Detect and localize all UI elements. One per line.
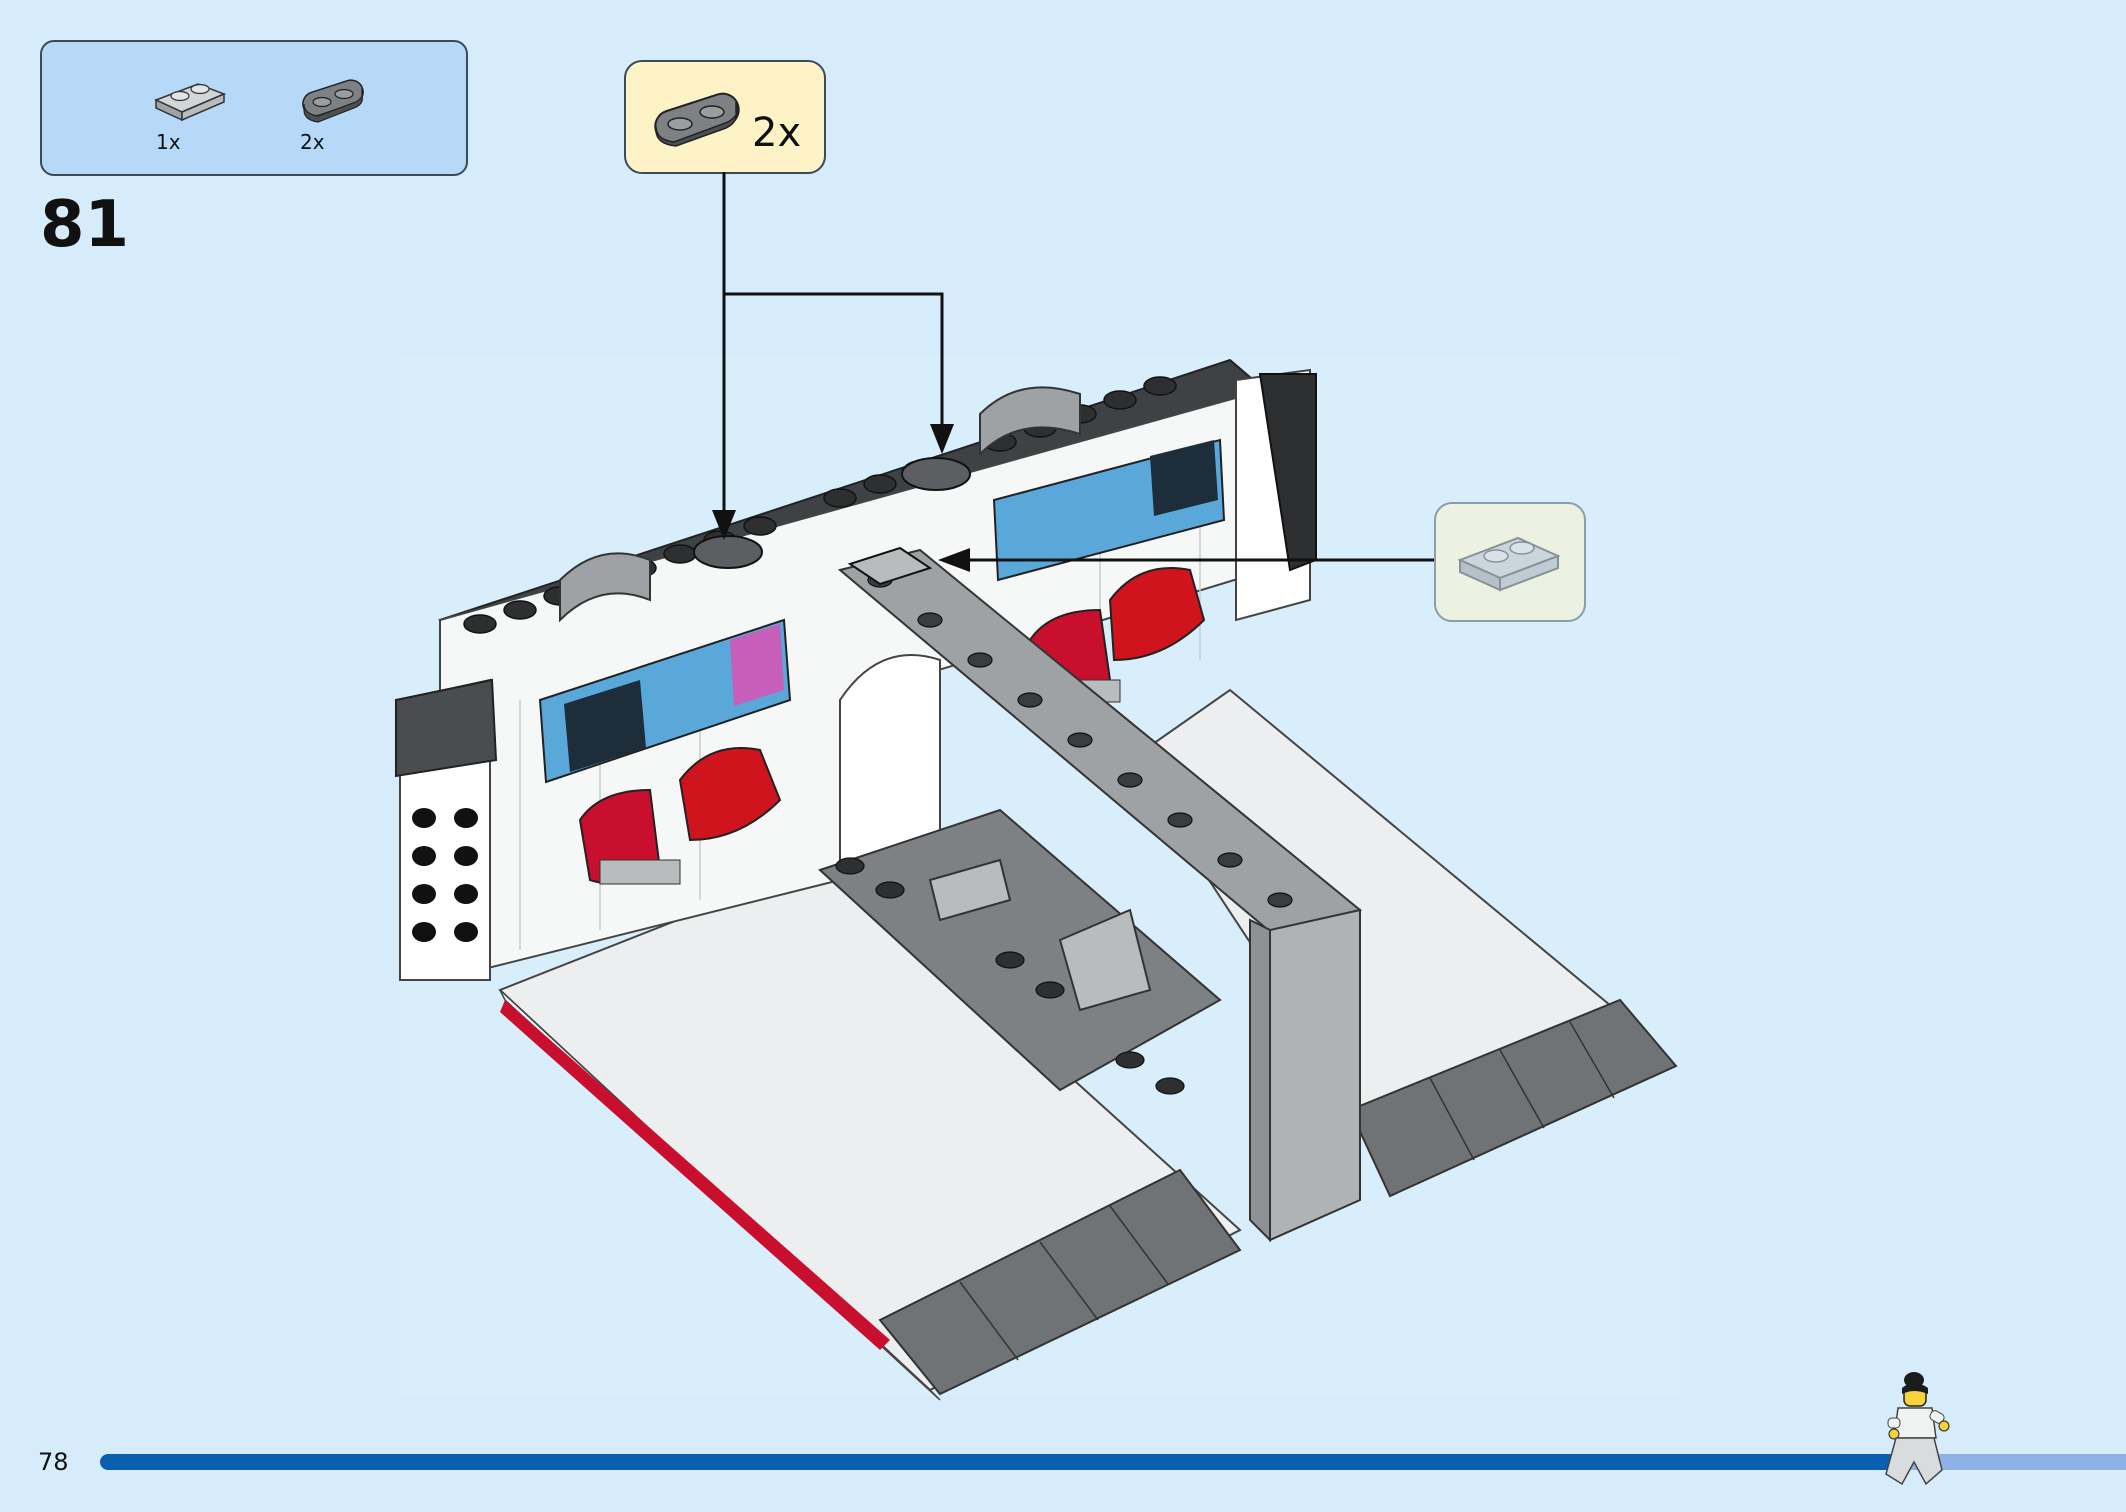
parts-list-quantity: 2x: [300, 130, 325, 154]
parts-list-item-plate-1x2: 1x: [152, 72, 232, 162]
right-ramp: [1348, 998, 1678, 1198]
progress-bar: [100, 1454, 2126, 1470]
dark-gray-round-plate-1x2-icon: [654, 92, 740, 147]
callout-round-plate: 2x: [624, 60, 826, 174]
assembly-arrows: [722, 172, 1434, 562]
progress-bar-fill: [100, 1454, 1904, 1470]
arrow-down-icon: [930, 424, 954, 454]
arrow-left-icon: [938, 548, 970, 572]
end-column: [1269, 908, 1361, 1242]
callout-quantity: 2x: [752, 110, 802, 156]
red-stripe: [500, 1000, 890, 1350]
parts-list-quantity: 1x: [156, 130, 181, 154]
step-number: 81: [40, 188, 130, 262]
left-ramp: [878, 1168, 1242, 1396]
arrow-down-icon: [712, 510, 736, 540]
parts-list-box: 1x 2x: [40, 40, 468, 176]
minifigure-icon: [1885, 1372, 1950, 1486]
parts-list-item-round-plate-1x2: 2x: [296, 72, 376, 162]
light-gray-plate-1x2-icon: [154, 83, 226, 122]
dark-gray-round-plate-1x2-icon: [302, 79, 364, 123]
page-number: 78: [38, 1448, 69, 1476]
